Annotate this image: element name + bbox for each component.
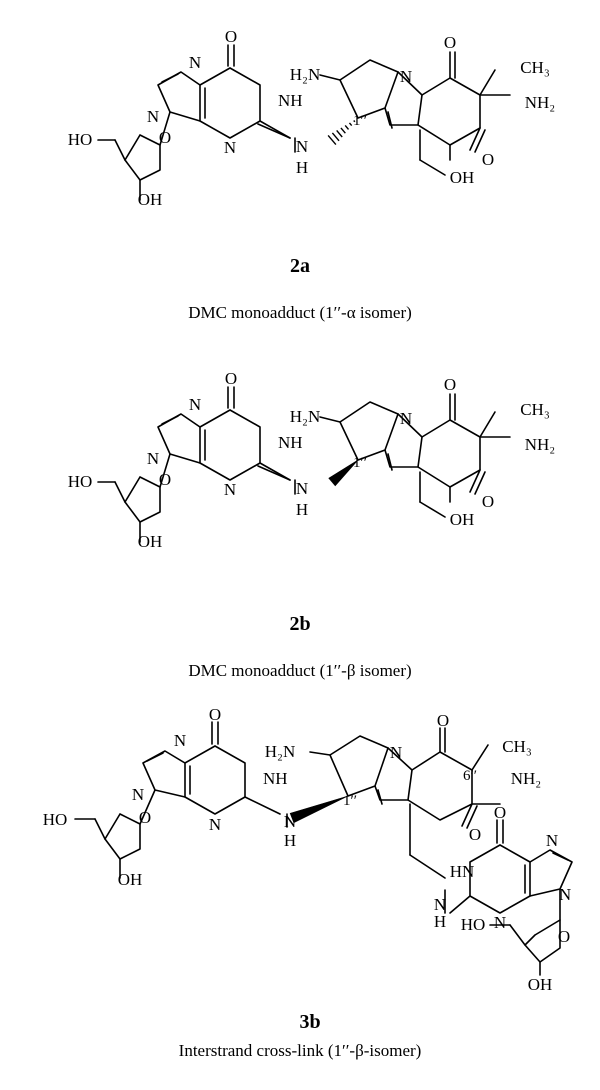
atom-label-OH: OH [528, 975, 553, 994]
atom-label-N: N [147, 449, 159, 468]
atom-label-N: N [296, 137, 308, 156]
atom-label-O: O [444, 375, 456, 394]
atom-label-N: N [189, 395, 201, 414]
atom-label-CH3: CH₃ [502, 737, 532, 756]
atom-label-H2N: H₂N [265, 742, 295, 761]
atom-label-H2N: H₂N [290, 65, 320, 84]
atom-label-O: O [225, 27, 237, 46]
atom-label-OH: OH [450, 168, 475, 187]
caption-2b: DMC monoadduct (1′′-β isomer) [188, 661, 411, 680]
atom-label-O: O [444, 33, 456, 52]
atom-label-N: N [494, 913, 506, 932]
atom-label-NH2: NH₂ [511, 769, 541, 788]
atom-label-H: H [434, 912, 446, 931]
atom-label-O: O [437, 711, 449, 730]
compound-id-2b: 2b [289, 613, 310, 635]
atom-label-N: N [189, 53, 201, 72]
atom-label-HO: HO [68, 472, 93, 491]
compound-id-2a: 2a [290, 255, 310, 277]
atom-label-H: H [284, 831, 296, 850]
atom-label-HO: HO [461, 915, 486, 934]
atom-label-O: O [558, 927, 570, 946]
atom-label-N: N [559, 885, 571, 904]
atom-label-NH2: NH₂ [525, 435, 555, 454]
atom-label-OH: OH [118, 870, 143, 889]
atom-label-N: N [209, 815, 221, 834]
atom-label-O: O [482, 150, 494, 169]
position-label-1pp: 1′′ [353, 113, 367, 129]
atom-label-N: N [296, 479, 308, 498]
caption-3b: Interstrand cross-link (1′′-β-isomer) [179, 1041, 422, 1060]
position-label-1pp: 1′′ [343, 793, 357, 809]
atom-label-N: N [400, 409, 412, 428]
atom-label-NH: NH [263, 769, 288, 788]
atom-label-NH: NH [278, 433, 303, 452]
position-label-1pp: 1′′ [353, 455, 367, 471]
atom-label-O: O [159, 470, 171, 489]
atom-label-O: O [482, 492, 494, 511]
atom-label-O: O [494, 803, 506, 822]
atom-label-O: O [469, 825, 481, 844]
atom-label-HO: HO [68, 130, 93, 149]
atom-label-N: N [400, 67, 412, 86]
atom-label-N: N [434, 895, 446, 914]
atom-label-N: N [132, 785, 144, 804]
atom-label-N: N [174, 731, 186, 750]
atom-label-O: O [159, 128, 171, 147]
atom-label-N: N [224, 138, 236, 157]
atom-label-OH: OH [138, 190, 163, 209]
atom-label-N: N [147, 107, 159, 126]
atom-label-H: H [296, 500, 308, 519]
atom-label-N: N [390, 743, 402, 762]
caption-2a: DMC monoadduct (1′′-α isomer) [188, 303, 412, 322]
atom-label-CH3: CH₃ [520, 400, 550, 419]
atom-label-O: O [139, 808, 151, 827]
compound-id-3b: 3b [299, 1011, 320, 1033]
atom-label-N: N [284, 812, 296, 831]
atom-label-OH: OH [450, 510, 475, 529]
atom-label-NH: NH [278, 91, 303, 110]
atom-label-N: N [546, 831, 558, 850]
atom-label-H: H [296, 158, 308, 177]
atom-label-HN: HN [450, 862, 475, 881]
position-label-6pp: 6′′ [463, 768, 477, 784]
atom-label-OH: OH [138, 532, 163, 551]
atom-label-N: N [224, 480, 236, 499]
atom-label-CH3: CH₃ [520, 58, 550, 77]
atom-label-O: O [225, 369, 237, 388]
atom-label-HO: HO [43, 810, 68, 829]
atom-label-O: O [209, 705, 221, 724]
atom-label-NH2: NH₂ [525, 93, 555, 112]
atom-label-H2N: H₂N [290, 407, 320, 426]
